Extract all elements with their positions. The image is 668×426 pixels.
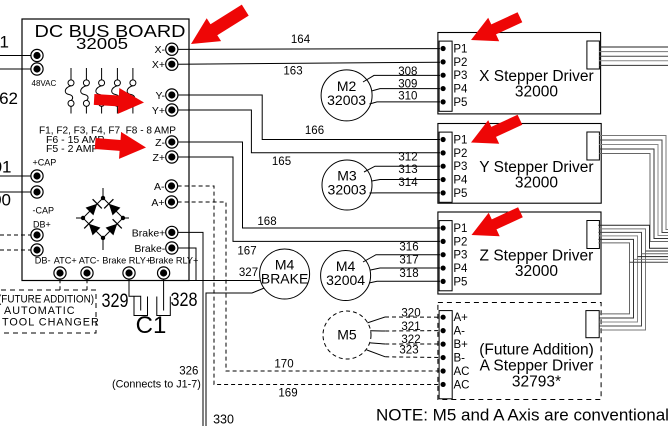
svg-text:00: 00 (0, 191, 11, 210)
svg-text:P5: P5 (453, 188, 467, 200)
svg-text:318: 318 (399, 268, 418, 280)
svg-text:327: 327 (239, 267, 258, 279)
svg-text:323: 323 (399, 344, 418, 356)
svg-text:328: 328 (171, 290, 198, 311)
svg-text:M3: M3 (337, 168, 357, 184)
svg-text:48VAC: 48VAC (32, 79, 57, 88)
svg-text:P4: P4 (453, 175, 468, 187)
svg-text:32000: 32000 (515, 84, 558, 101)
svg-text:(Connects to J1-7): (Connects to J1-7) (112, 379, 201, 391)
svg-text:32000: 32000 (515, 175, 558, 192)
svg-text:-CAP: -CAP (33, 206, 55, 216)
svg-text:ATC-: ATC- (79, 256, 100, 266)
svg-text:P2: P2 (453, 236, 467, 248)
svg-text:317: 317 (399, 255, 418, 267)
svg-text:165: 165 (272, 156, 291, 168)
svg-text:Z+: Z+ (152, 152, 165, 164)
svg-text:Brake+: Brake+ (132, 228, 166, 240)
svg-text:163: 163 (283, 66, 302, 78)
svg-text:AUTOMATIC: AUTOMATIC (4, 305, 76, 317)
svg-text:+CAP: +CAP (33, 158, 57, 168)
svg-text:167: 167 (237, 246, 256, 258)
svg-text:(FUTURE ADDITION): (FUTURE ADDITION) (0, 294, 94, 306)
svg-text:P5: P5 (453, 97, 467, 109)
svg-text:321: 321 (401, 321, 420, 333)
svg-text:P2: P2 (453, 57, 467, 69)
svg-text:Y+: Y+ (152, 105, 165, 117)
svg-text:Y-: Y- (155, 90, 165, 102)
svg-text:X Stepper Driver: X Stepper Driver (479, 68, 594, 85)
svg-text:Brake RLY+: Brake RLY+ (102, 256, 151, 266)
svg-text:Z-: Z- (155, 137, 165, 149)
svg-text:C1: C1 (136, 312, 167, 339)
svg-text:TOOL CHANGER: TOOL CHANGER (2, 317, 100, 329)
svg-text:P3: P3 (453, 161, 467, 173)
svg-text:P3: P3 (453, 70, 467, 82)
svg-text:316: 316 (399, 241, 418, 253)
svg-text:F6 - 15 AMP: F6 - 15 AMP (46, 134, 104, 146)
svg-text:AC: AC (454, 379, 470, 391)
svg-text:326: 326 (179, 366, 198, 378)
svg-text:01: 01 (0, 158, 12, 177)
svg-text:(Future Addition): (Future Addition) (479, 341, 594, 358)
svg-text:313: 313 (398, 164, 417, 176)
svg-text:NOTE: M5 and A Axis are conven: NOTE: M5 and A Axis are conventional (376, 406, 668, 425)
svg-text:320: 320 (401, 308, 420, 320)
svg-text:329: 329 (102, 291, 129, 312)
svg-text:A-: A- (454, 326, 466, 338)
svg-text:P1: P1 (453, 44, 467, 56)
svg-text:A-: A- (154, 181, 165, 193)
svg-text:330: 330 (213, 413, 234, 426)
svg-text:32003: 32003 (327, 92, 366, 108)
svg-text:M4: M4 (275, 257, 295, 273)
svg-text:314: 314 (398, 177, 418, 189)
svg-text:F1, F2, F3, F4, F7, F8 - 8 AMP: F1, F2, F3, F4, F7, F8 - 8 AMP (39, 125, 176, 137)
svg-text:A Stepper Driver: A Stepper Driver (480, 357, 594, 374)
svg-text:A+: A+ (151, 197, 164, 209)
svg-text:32000: 32000 (515, 263, 558, 280)
svg-text:P1: P1 (453, 223, 467, 235)
svg-text:DC BUS BOARD: DC BUS BOARD (35, 21, 186, 41)
svg-text:166: 166 (305, 125, 324, 137)
svg-text:B-: B- (454, 353, 466, 365)
svg-text:310: 310 (398, 90, 417, 102)
svg-text:62: 62 (0, 89, 18, 108)
svg-text:A+: A+ (454, 312, 469, 324)
svg-text:Brake-: Brake- (134, 243, 165, 255)
svg-text:DB-: DB- (35, 256, 51, 266)
svg-text:BRAKE: BRAKE (261, 271, 308, 287)
svg-text:312: 312 (398, 151, 417, 163)
svg-text:164: 164 (291, 34, 311, 46)
svg-text:309: 309 (398, 78, 417, 90)
svg-text:P3: P3 (453, 250, 467, 262)
svg-text:M5: M5 (337, 327, 357, 343)
svg-text:P1: P1 (453, 135, 467, 147)
svg-text:P5: P5 (453, 276, 467, 288)
svg-text:32004: 32004 (326, 272, 365, 288)
svg-text:ATC+: ATC+ (54, 256, 77, 266)
svg-text:32793*: 32793* (512, 373, 561, 390)
svg-text:X-: X- (155, 44, 166, 56)
svg-text:322: 322 (401, 334, 420, 346)
svg-text:M4: M4 (336, 258, 356, 274)
svg-text:F5 - 2 AMP: F5 - 2 AMP (46, 143, 99, 155)
svg-text:M2: M2 (337, 78, 357, 94)
svg-text:Z Stepper Driver: Z Stepper Driver (480, 248, 594, 265)
svg-text:32003: 32003 (328, 182, 367, 198)
svg-text:168: 168 (257, 216, 276, 228)
svg-text:AC: AC (454, 366, 470, 378)
svg-text:B+: B+ (454, 339, 469, 351)
svg-text:169: 169 (278, 387, 297, 399)
svg-text:Y Stepper Driver: Y Stepper Driver (479, 159, 593, 176)
svg-text:308: 308 (398, 66, 417, 78)
svg-text:DB+: DB+ (33, 220, 51, 230)
svg-text:P4: P4 (453, 84, 468, 96)
svg-text:61: 61 (0, 33, 9, 52)
svg-text:P2: P2 (453, 148, 467, 160)
svg-text:X+: X+ (152, 59, 165, 71)
svg-text:Brake RLY+: Brake RLY+ (149, 256, 198, 266)
svg-text:170: 170 (274, 358, 293, 370)
svg-text:32005: 32005 (76, 36, 128, 53)
svg-text:P4: P4 (453, 263, 468, 275)
